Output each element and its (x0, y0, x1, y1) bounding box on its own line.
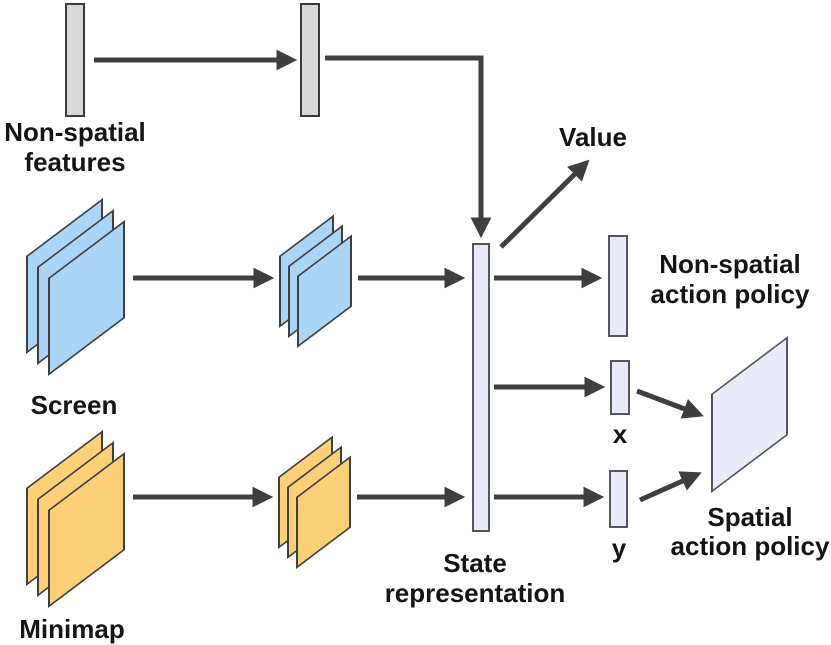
screen-label: Screen (30, 390, 118, 420)
minimap-label: Minimap (19, 614, 125, 644)
arrow-y-to-spatial-policy (638, 471, 702, 503)
arrow-fc-to-state (325, 55, 492, 239)
x-label: x (612, 419, 628, 449)
arrow-state-to-value (499, 159, 590, 249)
non-spatial-features-vector (65, 3, 85, 117)
y-label: y (611, 533, 627, 563)
non-spatial-features-label: Non-spatial features (4, 117, 146, 177)
non-spatial-fc-vector (300, 3, 320, 117)
non-spatial-action-policy-label: Non-spatial action policy (650, 249, 810, 309)
spatial-action-policy-plane (711, 335, 788, 493)
state-representation-label: State representation (384, 548, 566, 608)
arrow-x-to-spatial-policy (636, 388, 704, 419)
spatial-action-policy-label: Spatial action policy (670, 502, 830, 561)
non-spatial-action-policy-vector (608, 235, 628, 337)
x-coordinate-vector (610, 360, 630, 415)
y-coordinate-vector (609, 470, 628, 528)
value-label: Value (559, 122, 627, 152)
state-representation-vector (472, 243, 490, 532)
